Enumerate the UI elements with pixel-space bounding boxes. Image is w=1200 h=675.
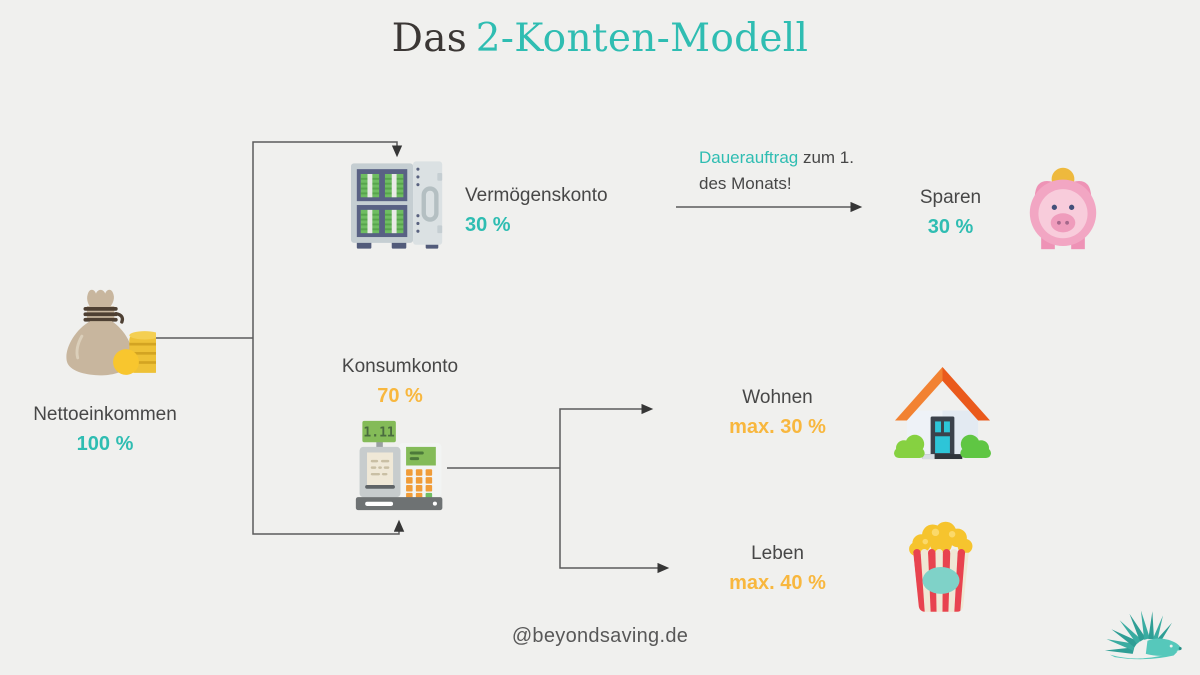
consumption-account-label: Konsumkonto (341, 356, 459, 377)
node-saving: Sparen 30 % (898, 186, 1003, 240)
arrow-to-asset-account (252, 141, 403, 338)
asset-account-label: Vermögenskonto (465, 185, 608, 206)
node-consumption-account: Konsumkonto 70 % (330, 355, 470, 409)
node-housing: Wohnen max. 30 % (710, 386, 845, 440)
node-income: Nettoeinkommen 100 % (10, 403, 200, 457)
asset-account-value: 30 % (465, 213, 511, 236)
housing-value: max. 30 % (729, 415, 826, 438)
arrow-to-living (559, 468, 670, 574)
annotation-line1: Dauerauftrag zum 1. (699, 145, 889, 171)
income-label: Nettoeinkommen (33, 404, 177, 425)
income-value: 100 % (76, 432, 134, 455)
annotation-line2: des Monats! (699, 174, 792, 194)
consumption-account-value: 70 % (377, 384, 423, 407)
annotation-highlight: Dauerauftrag (699, 148, 799, 167)
register-display: 1.11 (363, 426, 395, 441)
living-value: max. 40 % (729, 571, 826, 594)
housing-label: Wohnen (742, 387, 813, 408)
hedgehog-logo (1100, 604, 1190, 666)
house-icon (893, 367, 992, 462)
node-asset-account: Vermögenskonto 30 % (465, 184, 608, 238)
saving-label: Sparen (919, 187, 982, 208)
arrow-to-housing (559, 403, 654, 468)
title-prefix: Das (391, 16, 468, 61)
title-highlight: 2-Konten-Modell (475, 16, 809, 61)
safe-icon (351, 161, 448, 251)
money-bag-icon (56, 286, 156, 378)
saving-value: 30 % (927, 215, 974, 238)
annotation-dauerauftrag: Dauerauftrag zum 1. des Monats! (699, 145, 889, 198)
node-living: Leben max. 40 % (710, 542, 845, 596)
cash-register-icon: 1.11 (354, 419, 447, 512)
footer-handle: @beyondsaving.de (511, 625, 689, 647)
popcorn-icon (904, 521, 978, 614)
arrow-to-consumption-account (252, 338, 405, 535)
annotation-line1-rest: zum 1. (802, 148, 854, 167)
piggy-bank-icon (1022, 160, 1104, 251)
living-label: Leben (751, 543, 804, 564)
